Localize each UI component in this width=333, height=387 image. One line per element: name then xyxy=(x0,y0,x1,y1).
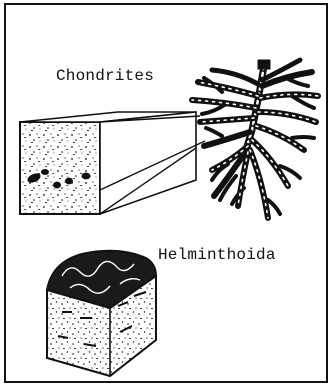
helminthoida-rock-block xyxy=(47,251,156,376)
helminthoida-label: Helminthoida xyxy=(158,246,276,264)
chondrites-label: Chondrites xyxy=(56,67,154,85)
chondrites-rock-block xyxy=(20,112,196,214)
chondrites-fossil xyxy=(192,60,318,218)
